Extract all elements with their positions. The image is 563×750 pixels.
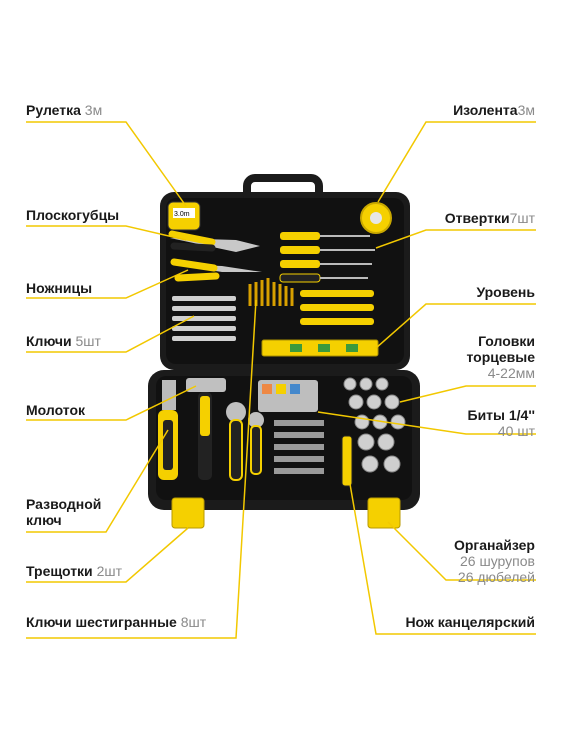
label-wrenches: Ключи 5шт [26,333,101,349]
label-ratchets: Трещотки 2шт [26,563,122,579]
label-organizer: Органайзер 26 шурупов 26 дюбелей [454,537,535,585]
label-qty: 8шт [180,614,207,630]
label-name: Ключи [26,333,72,349]
tape-measure-mark: 3.0m [174,211,190,218]
leader-knife [349,483,536,635]
level-vial [346,344,358,352]
label-sub: 4-22мм [487,365,535,381]
leader-pliers [26,225,187,241]
label-sub2: 26 дюбелей [457,569,535,585]
label-level: Уровень [476,284,535,300]
label-name: Биты 1/4'' [467,407,536,423]
case-latch-left [171,497,205,529]
organizer-cell [290,384,300,394]
label-name: Ключи шестигранные [26,614,177,630]
label-name: Изолента [453,102,518,118]
label-qty: 5шт [75,333,101,349]
adjustable-wrench [158,380,178,480]
insulating-tape-core [370,212,382,224]
label-name: Рулетка [26,102,81,118]
leader-hammer [26,385,197,421]
tape-measure-window [173,208,195,218]
label-screwdrivers: Отвертки7шт [445,210,535,226]
level-vial [290,344,302,352]
level-vial [318,344,330,352]
label-qty: 3м [517,102,535,118]
label-sub1: 26 шурупов [460,553,535,569]
label-name: Трещотки [26,563,93,579]
label-insulating-tape: Изолента3м [453,102,535,118]
label-tape-measure: Рулетка 3м [26,102,102,118]
label-line1: Разводной [26,496,102,512]
label-scissors: Ножницы [26,280,93,296]
leader-organizer [387,521,536,581]
combination-wrenches [172,296,236,341]
label-line2: ключ [26,512,62,528]
ratchets [226,402,264,481]
label-pliers: Плоскогубцы [26,207,120,223]
leader-level [375,303,536,349]
label-qty: 7шт [509,210,535,226]
utility-knife [341,435,353,487]
label-line2: торцевые [466,349,535,365]
label-hex-keys: Ключи шестигранные 8шт [26,614,206,630]
leader-adjustable [26,429,169,533]
leader-bits [317,411,536,435]
label-qty: 2шт [96,563,122,579]
leader-screwdrivers [375,229,536,249]
label-hammer: Молоток [26,402,86,418]
hammer [186,378,226,480]
leader-ratchets [26,527,189,583]
leader-sockets [399,385,536,403]
label-line1: Головки [478,333,535,349]
leader-wrenches [26,315,195,353]
fastener-organizer [258,380,318,412]
label-utility-knife: Нож канцелярский [405,614,535,630]
hex-keys [248,278,294,306]
leader-lines [26,121,536,639]
label-name: Отвертки [444,210,510,226]
label-name: Органайзер [453,537,535,553]
organizer-cell [276,384,286,394]
label-adjustable-wrench: Разводной ключ [26,496,101,528]
leader-insulating-tape [377,121,536,203]
label-sockets: Головки торцевые 4-22мм [466,333,535,381]
label-sub: 40 шт [497,423,535,439]
label-qty: 3м [84,102,103,118]
case-latch-right [367,497,401,529]
long-nose-pliers [170,258,262,282]
leader-scissors [26,269,189,299]
label-bits: Биты 1/4'' 40 шт [468,407,536,439]
leader-hex [26,299,257,639]
bits [274,420,324,474]
organizer-cell [262,384,272,394]
screwdrivers [279,232,375,325]
pliers [168,230,260,252]
leader-tape [26,121,187,207]
